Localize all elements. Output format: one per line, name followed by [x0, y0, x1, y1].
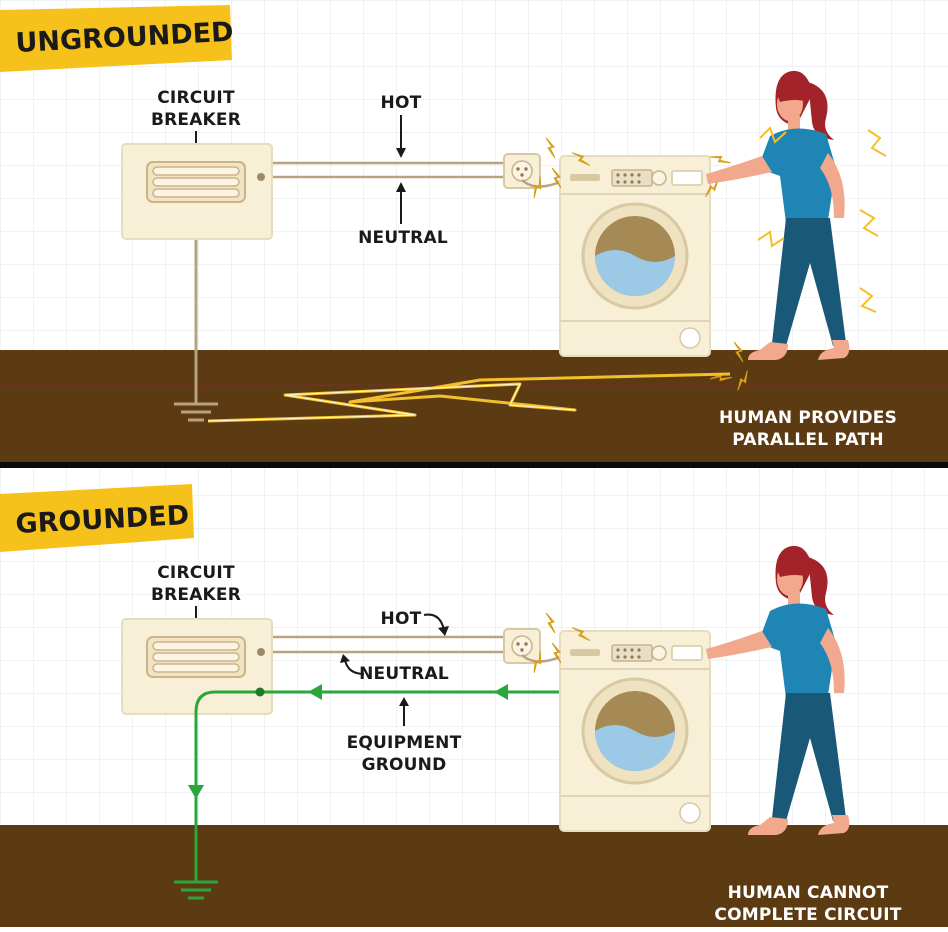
bottom-floor: [0, 825, 948, 927]
ground-flow-arrow-1: [494, 684, 508, 700]
ground-flow-arrow-2: [308, 684, 322, 700]
ungrounded-banner: UNGROUNDED: [0, 5, 234, 72]
bottom-person-arm: [706, 631, 772, 659]
top-outlet: [503, 153, 541, 189]
ground-flow-arrow-3: [188, 785, 204, 799]
top-circuit-breaker: [121, 143, 273, 240]
bottom-outlet: [503, 628, 541, 664]
top-person-shock-marks: [757, 126, 887, 313]
bottom-human-caption-line1: HUMAN CANNOT: [728, 883, 889, 903]
equipment-ground-wire: [194, 690, 560, 882]
top-floor: [0, 350, 948, 462]
top-neutral-arrow: [396, 182, 406, 192]
bottom-washing-machine: [558, 629, 712, 833]
bottom-human-caption-line2: COMPLETE CIRCUIT: [714, 905, 901, 925]
ground-junction-dot: [255, 687, 265, 697]
top-human-caption-line2: PARALLEL PATH: [732, 430, 884, 450]
bottom-breaker-label-line1: CIRCUIT: [157, 563, 235, 583]
top-earth-symbol: [174, 402, 218, 422]
bottom-breaker-label-line2: BREAKER: [151, 585, 241, 605]
top-person: [706, 70, 850, 360]
grounded-banner: GROUNDED: [0, 484, 194, 552]
top-breaker-label-line1: CIRCUIT: [157, 88, 235, 108]
top-neutral-label: NEUTRAL: [358, 228, 448, 248]
top-person-arm: [706, 156, 772, 184]
top-washing-machine: [558, 154, 712, 358]
top-hot-arrow: [396, 148, 406, 158]
panel-divider: [0, 462, 948, 468]
bottom-neutral-arrow: [340, 654, 350, 663]
bottom-neutral-label: NEUTRAL: [359, 664, 449, 684]
equipment-ground-label-line1: EQUIPMENT: [347, 733, 462, 753]
bottom-hot-arrow: [438, 626, 449, 636]
top-breaker-label-line2: BREAKER: [151, 110, 241, 130]
bottom-hot-label: HOT: [381, 609, 422, 629]
top-hot-label: HOT: [381, 93, 422, 113]
bottom-earth-symbol: [174, 880, 218, 900]
equipment-ground-label-line2: GROUND: [362, 755, 447, 775]
equipment-ground-arrow: [399, 697, 409, 706]
top-human-caption-line1: HUMAN PROVIDES: [719, 408, 897, 428]
bottom-person: [706, 545, 850, 835]
